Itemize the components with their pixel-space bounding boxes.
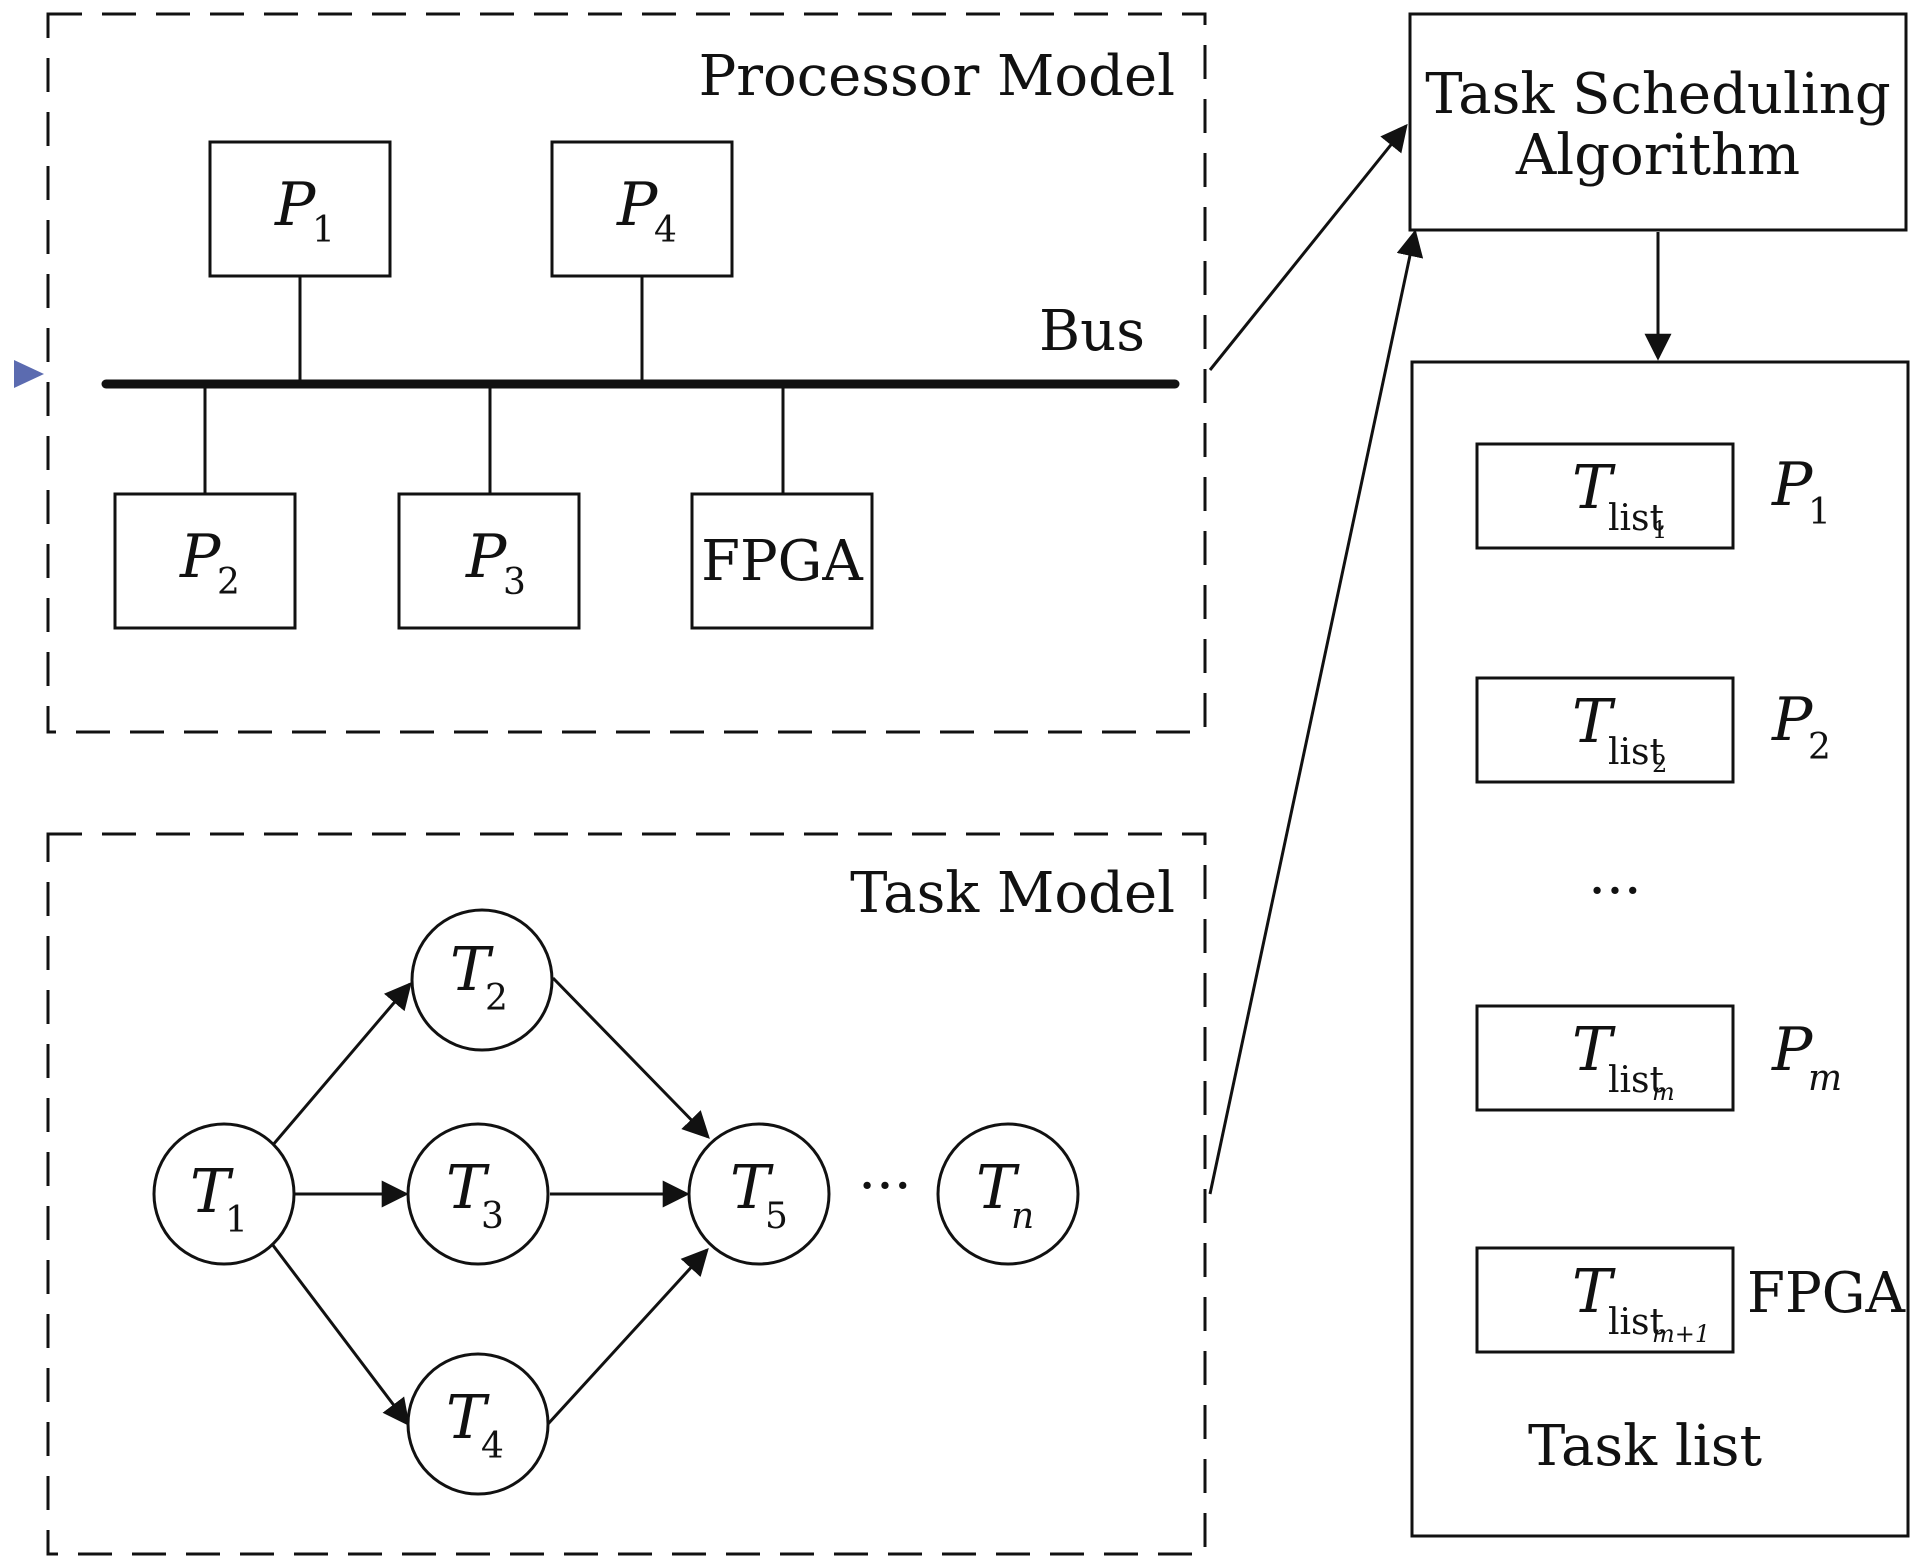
svg-text:2: 2: [217, 562, 240, 603]
svg-text:4: 4: [481, 1426, 504, 1467]
svg-text:3: 3: [481, 1196, 504, 1237]
task-node-t3: T 3: [406, 1122, 550, 1266]
svg-text:4: 4: [654, 210, 677, 251]
processor-box-p3: P 3: [397, 492, 581, 630]
task-node-t2: T 2: [410, 908, 554, 1052]
processor-model-border: [46, 12, 1207, 734]
edge-t4-t5: [546, 1248, 709, 1426]
svg-text:T: T: [1572, 687, 1616, 757]
bus-label: Bus: [1039, 299, 1145, 364]
svg-text:list: list: [1608, 1302, 1665, 1343]
task-node-t1: T 1: [152, 1122, 296, 1266]
task-model-panel: Task Model T 1 T 2 T 3 T 4: [46, 832, 1207, 1556]
svg-text:T: T: [190, 1157, 234, 1227]
scheduler-box: Task Scheduling Algorithm: [1408, 12, 1908, 232]
arrow-processor-to-scheduler: [1208, 123, 1408, 371]
svg-text:1: 1: [225, 1200, 248, 1241]
svg-text:FPGA: FPGA: [1747, 1261, 1906, 1326]
svg-text:1: 1: [312, 210, 335, 251]
svg-text:P: P: [1771, 1015, 1814, 1085]
svg-text:P: P: [465, 522, 508, 592]
svg-text:m+1: m+1: [1652, 1320, 1710, 1348]
processor-box-p4: P 4: [550, 140, 734, 278]
left-edge-marker-icon: [14, 360, 44, 388]
task-model-title: Task Model: [850, 861, 1175, 926]
svg-text:m: m: [1652, 1078, 1675, 1106]
svg-text:Algorithm: Algorithm: [1515, 123, 1800, 188]
task-node-tn: T n: [936, 1122, 1080, 1266]
task-model-border: [46, 832, 1207, 1556]
processor-box-p2: P 2: [113, 492, 297, 630]
svg-text:list: list: [1608, 732, 1665, 773]
task-list-entry-2: T list 2 P 2: [1475, 676, 1831, 784]
edge-t1-t2: [270, 981, 412, 1147]
task-list-ellipsis: ···: [1588, 859, 1641, 924]
svg-text:T: T: [730, 1153, 774, 1223]
svg-text:3: 3: [503, 562, 526, 603]
svg-text:m: m: [1808, 1058, 1842, 1099]
svg-text:2: 2: [1808, 727, 1831, 768]
svg-text:P: P: [1771, 450, 1814, 520]
task-list-title: Task list: [1528, 1414, 1762, 1479]
processor-box-fpga: FPGA: [690, 492, 874, 630]
svg-text:P: P: [1771, 685, 1814, 755]
svg-text:P: P: [274, 170, 317, 240]
edge-t1-t4: [270, 1243, 410, 1427]
svg-text:Task Scheduling: Task Scheduling: [1425, 62, 1890, 127]
task-model-ellipsis: ···: [858, 1154, 911, 1219]
processor-model-title: Processor Model: [699, 44, 1175, 109]
edge-t2-t5: [551, 976, 710, 1139]
task-node-t5: T 5: [687, 1122, 831, 1266]
svg-text:1: 1: [1652, 516, 1667, 544]
task-list-panel: T list 1 P 1 T list 2 P 2 ··· T list m P…: [1410, 360, 1910, 1538]
svg-text:T: T: [976, 1153, 1020, 1223]
svg-text:list: list: [1608, 1060, 1665, 1101]
svg-text:P: P: [616, 170, 659, 240]
svg-text:T: T: [1572, 1257, 1616, 1327]
task-node-t4: T 4: [406, 1352, 550, 1496]
svg-text:n: n: [1011, 1196, 1034, 1237]
svg-text:T: T: [446, 1383, 490, 1453]
task-list-entry-m: T list m P m: [1475, 1004, 1842, 1112]
svg-text:2: 2: [485, 978, 508, 1019]
svg-text:1: 1: [1808, 492, 1831, 533]
processor-box-p1: P 1: [208, 140, 392, 278]
svg-text:P: P: [179, 522, 222, 592]
svg-text:T: T: [1572, 453, 1616, 523]
svg-text:list: list: [1608, 498, 1665, 539]
svg-text:2: 2: [1652, 750, 1667, 778]
svg-text:T: T: [446, 1153, 490, 1223]
svg-text:T: T: [1572, 1015, 1616, 1085]
task-list-entry-fpga: T list m+1 FPGA: [1475, 1246, 1906, 1354]
task-list-entry-1: T list 1 P 1: [1475, 442, 1831, 550]
svg-text:5: 5: [765, 1196, 788, 1237]
svg-text:FPGA: FPGA: [701, 529, 863, 594]
processor-model-panel: Processor Model Bus P 1 P 4 P 2: [46, 12, 1207, 734]
svg-text:T: T: [450, 935, 494, 1005]
arrow-task-to-scheduler: [1208, 229, 1424, 1195]
